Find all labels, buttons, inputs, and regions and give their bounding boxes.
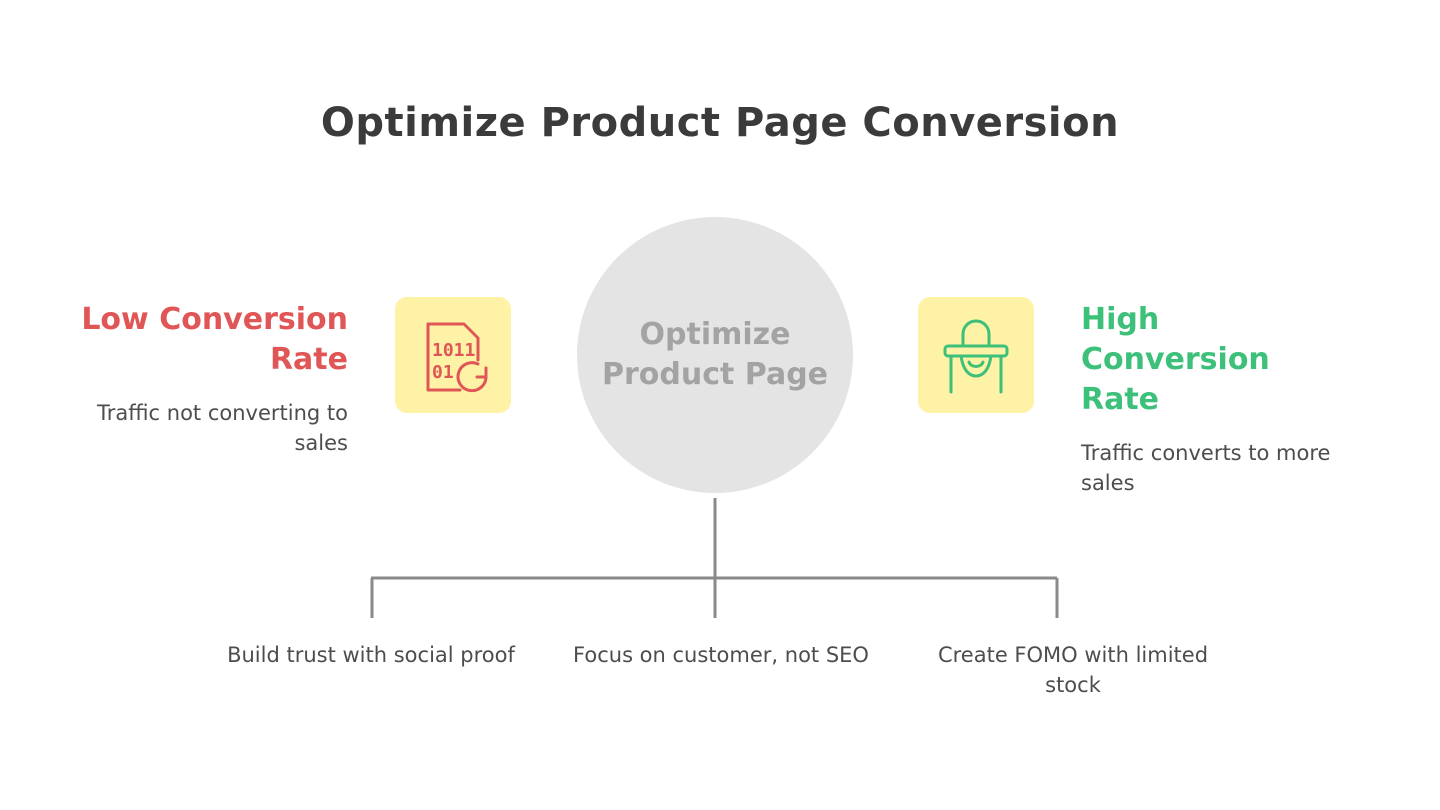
center-node-label: Optimize Product Page — [601, 317, 829, 392]
svg-text:01: 01 — [432, 362, 454, 383]
high-conversion-description: Traffic converts to more sales — [1081, 441, 1331, 495]
binary-refresh-icon: 1011 01 — [426, 322, 488, 393]
high-conversion-heading: High Conversion Rate — [1081, 302, 1270, 417]
branch-label-social-proof: Build trust with social proof — [227, 643, 515, 667]
branch-label-customer-focus: Focus on customer, not SEO — [573, 643, 869, 667]
center-node: Optimize Product Page — [577, 217, 853, 493]
low-conversion-description: Traffic not converting to sales — [97, 401, 348, 455]
high-conversion-icon-box — [918, 297, 1034, 413]
diagram-title: Optimize Product Page Conversion — [320, 100, 1120, 146]
low-conversion-heading: Low Conversion Rate — [81, 302, 348, 377]
high-chair-icon — [943, 319, 1009, 394]
branch-label-fomo: Create FOMO with limited stock — [937, 643, 1209, 697]
svg-text:1011: 1011 — [432, 340, 475, 361]
low-conversion-icon-box: 1011 01 — [395, 297, 511, 413]
